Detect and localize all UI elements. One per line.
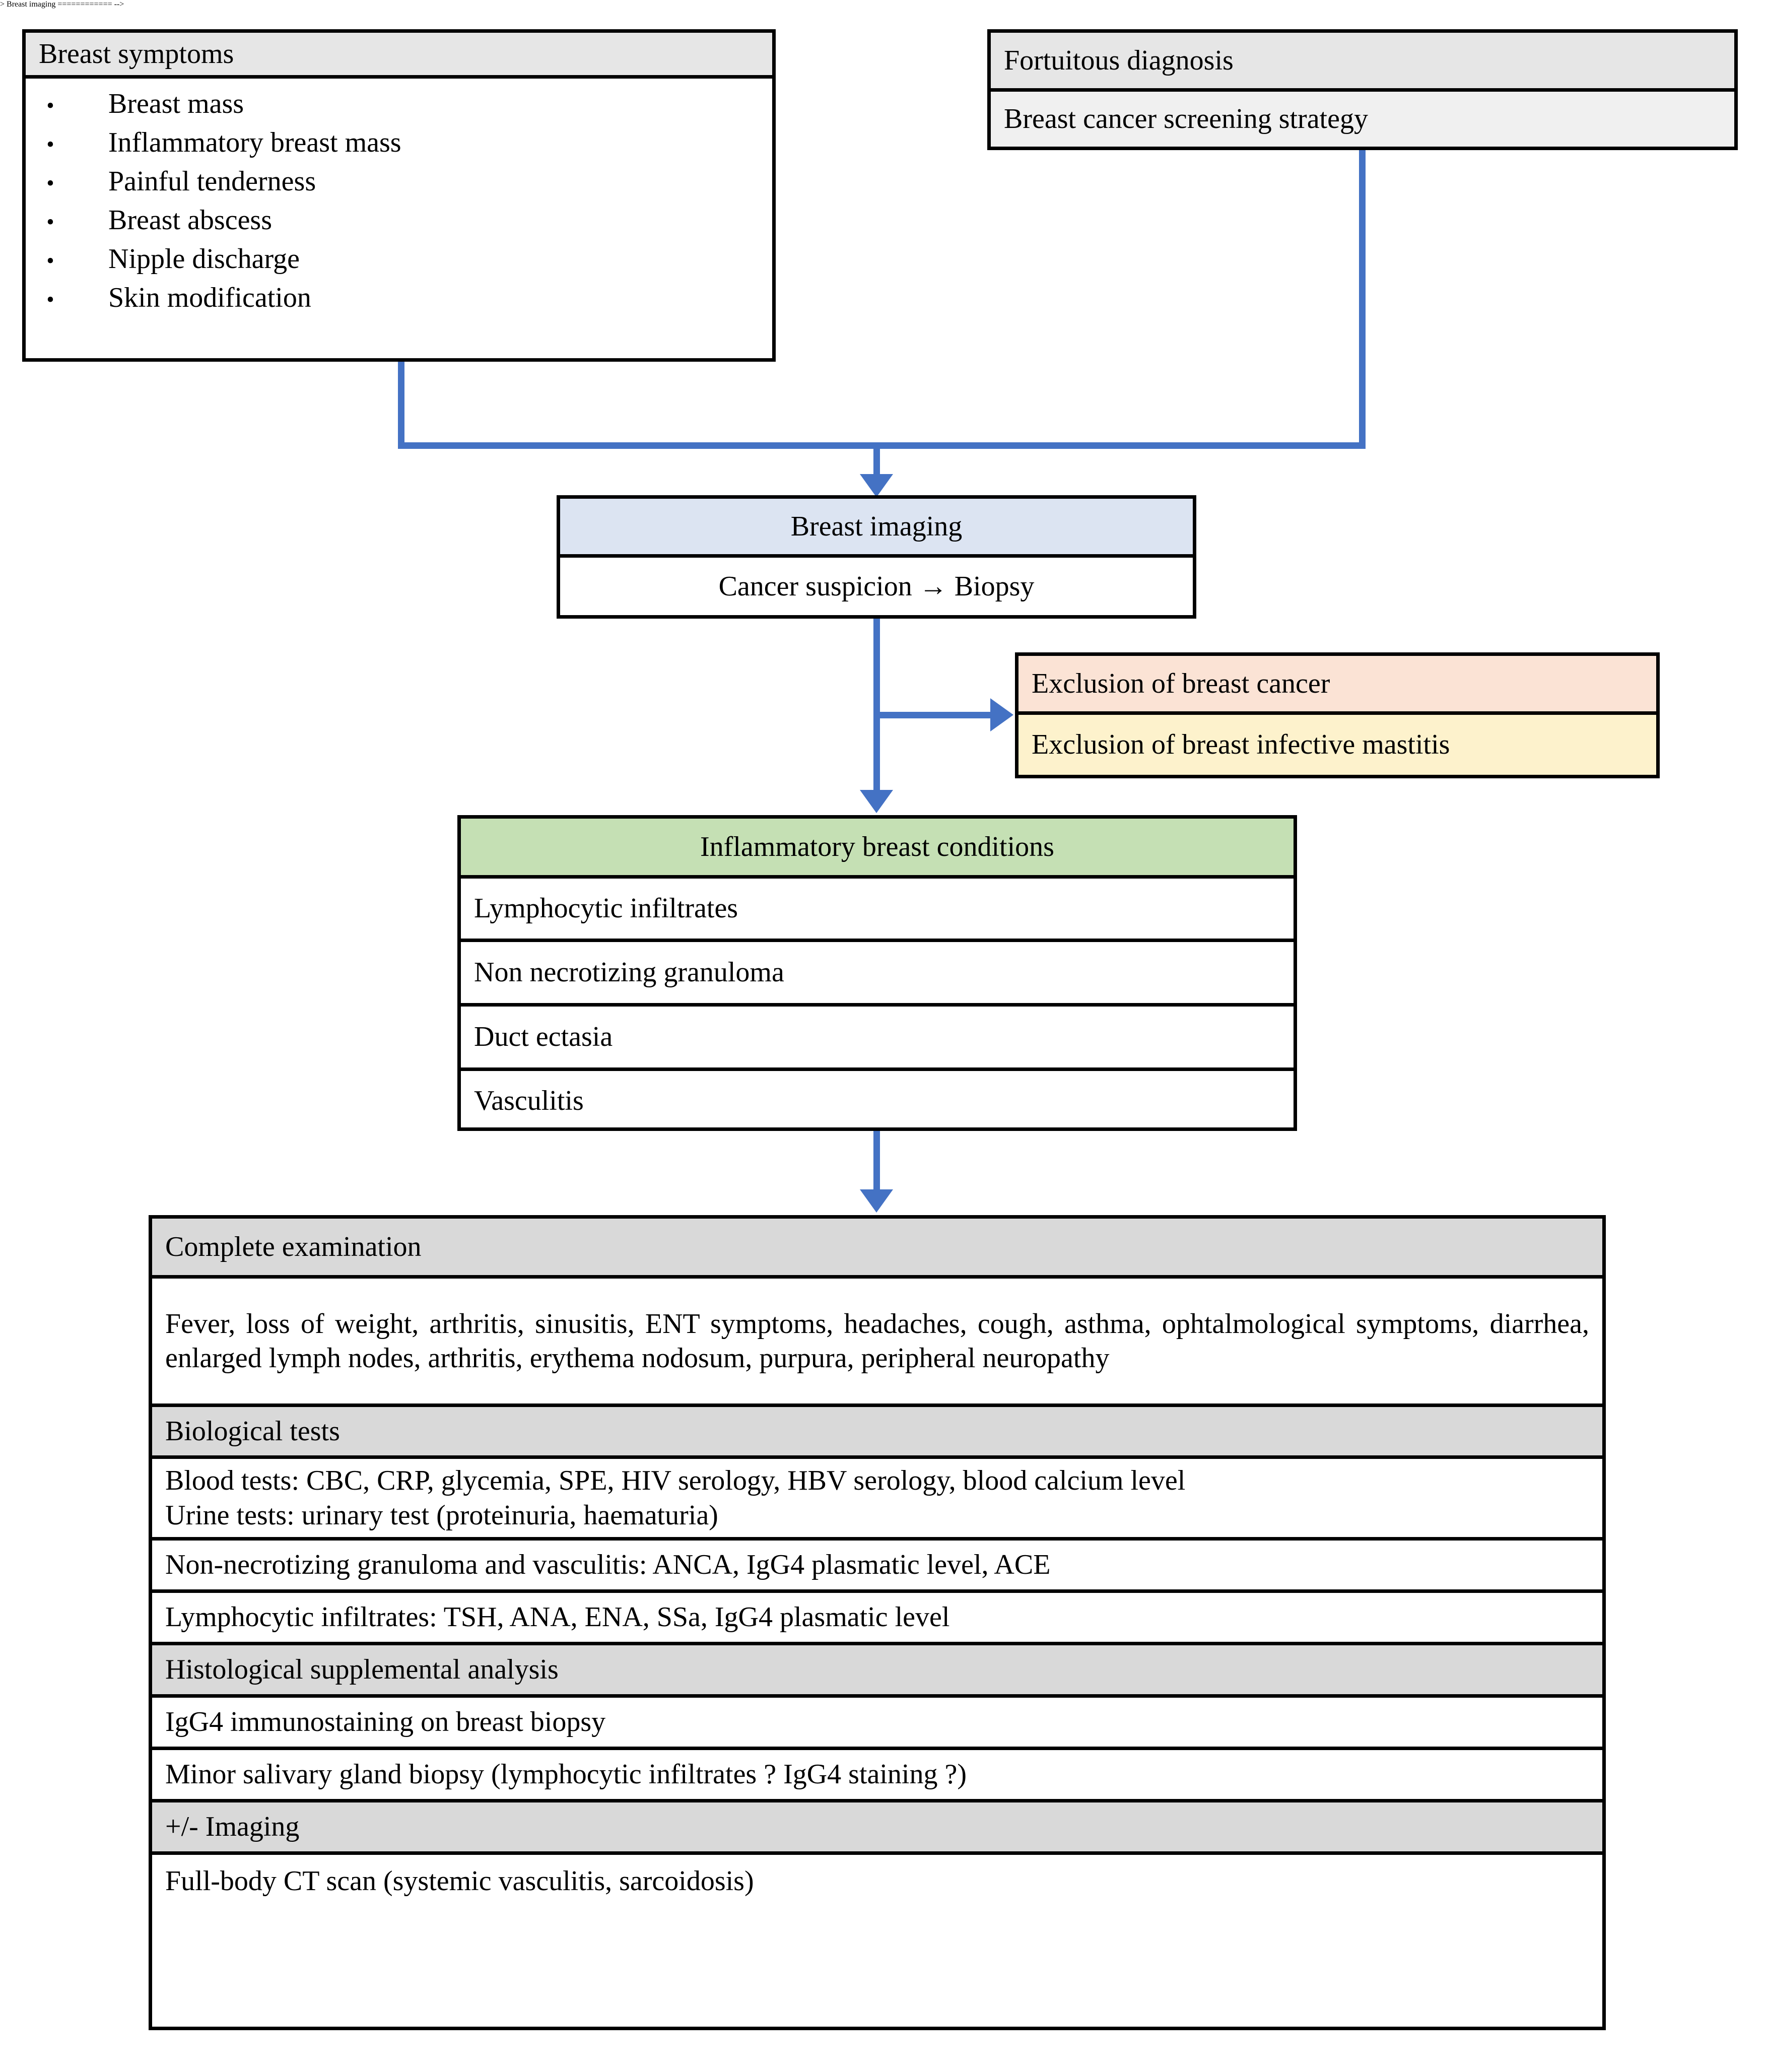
condition-label: Duct ectasia: [474, 1021, 613, 1053]
breast-symptoms-title: Breast symptoms: [39, 38, 234, 70]
fortuitous-diagnosis-title: Fortuitous diagnosis: [1004, 44, 1234, 76]
exclusion-mastitis-label: Exclusion of breast infective mastitis: [1032, 729, 1450, 761]
bullet-icon: •: [46, 248, 54, 273]
histological-analysis-title: Histological supplemental analysis: [165, 1654, 559, 1686]
igg4-immunostaining-row: IgG4 immunostaining on breast biopsy: [152, 1694, 1602, 1747]
bullet-icon: •: [46, 132, 54, 157]
igg4-immunostaining-label: IgG4 immunostaining on breast biopsy: [165, 1706, 606, 1738]
complete-examination-symptoms-row: Fever, loss of weight, arthritis, sinusi…: [152, 1275, 1602, 1403]
condition-row-vasculitis: Vasculitis: [461, 1067, 1294, 1131]
cancer-suspicion-biopsy-label: Cancer suspicion → Biopsy: [718, 570, 1035, 602]
salivary-gland-biopsy-label: Minor salivary gland biopsy (lymphocytic…: [165, 1759, 967, 1790]
condition-label: Lymphocytic infiltrates: [474, 893, 738, 924]
inflammatory-conditions-title: Inflammatory breast conditions: [700, 831, 1054, 862]
granuloma-vasculitis-label: Non-necrotizing granuloma and vasculitis…: [165, 1549, 1051, 1581]
screening-strategy-label: Breast cancer screening strategy: [1004, 103, 1368, 135]
arrow-to-breast-imaging: [860, 474, 893, 497]
blood-urine-tests-row: Blood tests: CBC, CRP, glycemia, SPE, HI…: [152, 1455, 1602, 1537]
histological-analysis-header: Histological supplemental analysis: [152, 1642, 1602, 1694]
breast-imaging-header: Breast imaging: [560, 499, 1193, 554]
condition-label: Vasculitis: [474, 1085, 584, 1117]
arrow-to-complete-examination: [860, 1189, 893, 1213]
biological-tests-title: Biological tests: [165, 1415, 340, 1447]
breast-symptoms-box: Breast symptoms • Breast mass • Inflammato…: [22, 29, 776, 362]
condition-row-lymphocytic: Lymphocytic infiltrates: [461, 875, 1294, 939]
breast-symptoms-list: • Breast mass • Inflammatory breast mass •…: [39, 79, 401, 322]
lymphocytic-tests-row: Lymphocytic infiltrates: TSH, ANA, ENA, …: [152, 1589, 1602, 1642]
ct-scan-row: Full-body CT scan (systemic vasculitis, …: [152, 1851, 1602, 1908]
bullet-icon: •: [46, 171, 54, 195]
breast-symptoms-body: • Breast mass • Inflammatory breast mass •…: [26, 75, 772, 362]
condition-label: Non necrotizing granuloma: [474, 957, 784, 988]
biological-tests-header: Biological tests: [152, 1403, 1602, 1455]
bullet-icon: •: [46, 210, 54, 234]
connector-fortuitous-down: [1359, 150, 1366, 449]
fortuitous-diagnosis-box: Fortuitous diagnosis Breast cancer scree…: [987, 29, 1738, 150]
bullet-icon: •: [46, 93, 54, 118]
breast-symptoms-header: Breast symptoms: [26, 33, 772, 75]
ct-scan-label: Full-body CT scan (systemic vasculitis, …: [165, 1865, 754, 1897]
list-item-label: Breast mass: [108, 88, 244, 119]
list-item: • Breast mass: [39, 90, 401, 118]
list-item-label: Nipple discharge: [108, 243, 300, 275]
breast-imaging-box: Breast imaging Cancer suspicion → Biopsy: [557, 495, 1196, 619]
urine-tests-label: Urine tests: urinary test (proteinuria, …: [165, 1499, 718, 1531]
complete-examination-symptoms-text: Fever, loss of weight, arthritis, sinusi…: [165, 1308, 1589, 1374]
connector-horizontal-merge: [398, 442, 1366, 449]
complete-examination-box: Complete examination Fever, loss of weig…: [149, 1215, 1606, 2030]
arrow-to-inflammatory-conditions: [860, 790, 893, 813]
exclusions-box: Exclusion of breast cancer Exclusion of …: [1015, 652, 1660, 778]
list-item-label: Breast abscess: [108, 205, 273, 236]
connector-imaging-down: [873, 619, 880, 793]
complete-examination-header: Complete examination: [152, 1219, 1602, 1275]
list-item-label: Skin modification: [108, 282, 311, 313]
fortuitous-diagnosis-header: Fortuitous diagnosis: [991, 33, 1734, 88]
exclusion-cancer-row: Exclusion of breast cancer: [1018, 656, 1656, 711]
imaging-header: +/- Imaging: [152, 1799, 1602, 1851]
list-item: • Nipple discharge: [39, 245, 401, 273]
exclusion-mastitis-row: Exclusion of breast infective mastitis: [1018, 711, 1656, 775]
granuloma-vasculitis-row: Non-necrotizing granuloma and vasculitis…: [152, 1537, 1602, 1589]
list-item: • Inflammatory breast mass: [39, 128, 401, 157]
list-item: • Skin modification: [39, 284, 401, 312]
list-item: • Painful tenderness: [39, 167, 401, 195]
list-item-label: Inflammatory breast mass: [108, 127, 401, 158]
connector-conditions-down: [873, 1131, 880, 1192]
inflammatory-conditions-box: Inflammatory breast conditions Lymphocyt…: [457, 815, 1297, 1131]
salivary-gland-biopsy-row: Minor salivary gland biopsy (lymphocytic…: [152, 1747, 1602, 1799]
condition-row-granuloma: Non necrotizing granuloma: [461, 939, 1294, 1003]
list-item-label: Painful tenderness: [108, 166, 316, 197]
arrow-to-exclusions: [990, 698, 1013, 731]
breast-imaging-title: Breast imaging: [790, 510, 963, 542]
fortuitous-diagnosis-body: Breast cancer screening strategy: [991, 88, 1734, 147]
breast-imaging-body: Cancer suspicion → Biopsy: [560, 554, 1193, 615]
connector-to-exclusions: [880, 712, 992, 718]
list-item: • Breast abscess: [39, 206, 401, 234]
condition-row-duct-ectasia: Duct ectasia: [461, 1003, 1294, 1067]
blood-tests-label: Blood tests: CBC, CRP, glycemia, SPE, HI…: [165, 1465, 1186, 1497]
connector-merge-down: [873, 449, 880, 478]
exclusion-cancer-label: Exclusion of breast cancer: [1032, 667, 1330, 699]
lymphocytic-tests-label: Lymphocytic infiltrates: TSH, ANA, ENA, …: [165, 1601, 950, 1633]
bullet-icon: •: [46, 287, 54, 312]
inflammatory-conditions-header: Inflammatory breast conditions: [461, 819, 1294, 875]
imaging-title: +/- Imaging: [165, 1811, 300, 1843]
connector-symptoms-down: [398, 362, 404, 449]
complete-examination-title: Complete examination: [165, 1231, 422, 1262]
